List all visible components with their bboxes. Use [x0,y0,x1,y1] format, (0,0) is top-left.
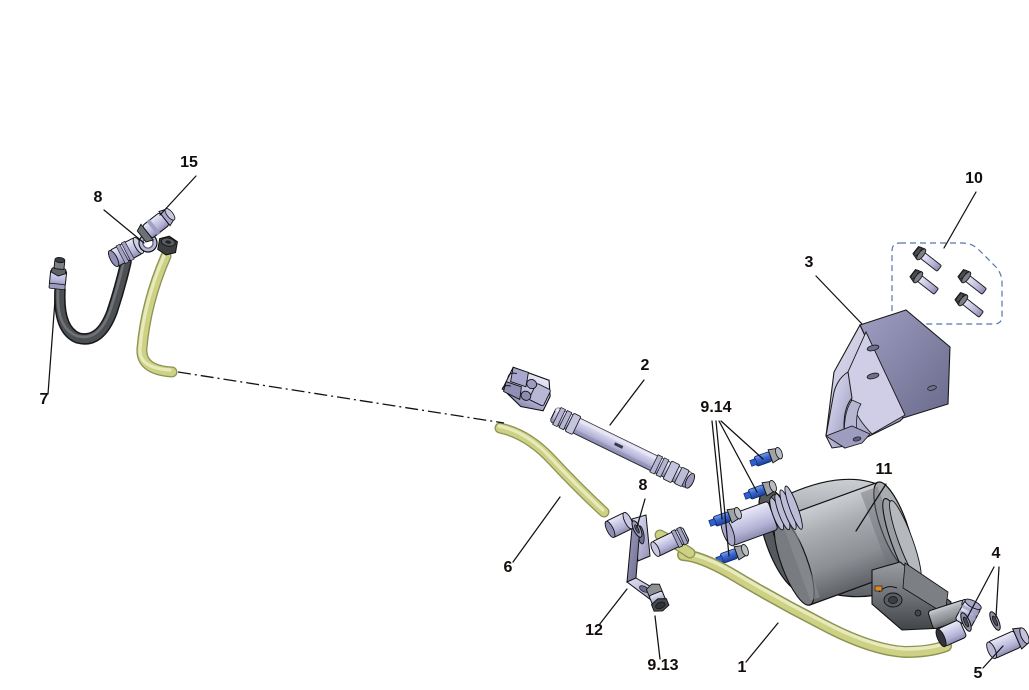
leader-line-15-0 [159,175,197,216]
leader-line-1-0 [745,622,779,663]
callout-label-15: 15 [180,154,198,171]
break-centerline [177,371,505,424]
leader-line-12-0 [598,588,628,626]
clevis-fork-end [501,366,551,412]
leader-line-9-14-0 [711,420,723,520]
leader-line-9-14-2 [718,420,758,493]
bolt-kit-group-box [891,242,1003,325]
callout-label-12: 12 [585,622,603,639]
bolt-kit-part-10 [909,245,987,318]
leader-line-9-13-0 [654,615,661,660]
callout-label-9-13: 9.13 [647,657,678,674]
callout-label-6: 6 [504,559,513,576]
leader-line-4-1 [995,566,1000,618]
hydraulic-hose-mid-part-6 [494,422,610,518]
callout-label-4: 4 [992,545,1001,562]
callout-label-3: 3 [805,254,814,271]
callout-label-9-14: 9.14 [700,399,731,416]
hose-end-fitting-lower [935,598,982,648]
callout-label-7: 7 [40,391,49,408]
leader-lines [47,175,1004,669]
leader-line-6-0 [512,496,561,563]
leader-line-5-0 [982,645,1004,669]
booster-valve-body [871,561,973,631]
callout-label-2: 2 [641,357,650,374]
mounting-bracket-part-3 [825,309,951,449]
callout-label-5: 5 [974,665,983,682]
leader-line-2-0 [609,379,645,426]
leader-line-11-0 [855,483,887,532]
callout-label-8: 8 [639,477,648,494]
callout-label-10: 10 [965,170,983,187]
leader-line-8-0 [103,209,145,244]
leader-line-10-0 [943,191,977,249]
callout-label-11: 11 [876,461,893,478]
brake-hose-left-fitting [48,257,68,291]
callout-label-1: 1 [738,659,747,676]
sealing-washer-lower-part-8 [604,511,643,539]
leader-line-8-0 [636,498,646,528]
leader-line-9-14-1 [715,420,730,557]
leader-line-7-0 [47,299,56,395]
banjo-bolt-upper-part-15 [136,208,176,243]
hydraulic-hose-main-part-1 [677,549,952,659]
brake-booster-part-11 [720,478,973,631]
leader-line-3-0 [815,275,863,325]
brake-hose-right-fitting [108,236,144,268]
clamp-bolt-913-part [645,583,670,612]
sealing-washers-pair-part-4 [960,611,1001,632]
leader-line-4-0 [966,566,995,619]
hydraulic-hose-upper-left [136,250,178,378]
callout-label-8: 8 [94,189,103,206]
banjo-bolt-lower-part-5 [986,627,1029,660]
leader-line-9-14-3 [720,420,764,460]
push-rod-assembly-part-2 [501,366,696,489]
brake-hose-dark-part-7 [54,256,132,345]
hose-union-sleeve [650,526,690,557]
hose-upper-end-fitting [157,235,178,256]
